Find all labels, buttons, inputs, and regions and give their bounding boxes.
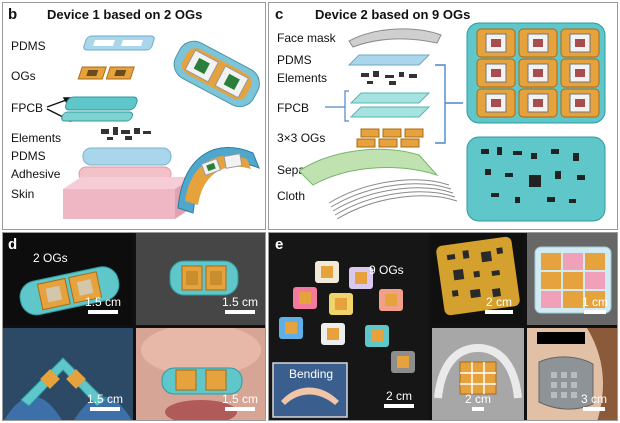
scale-label-d2: 1.5 cm: [221, 295, 258, 309]
photo-e-device-in-mask: 2 cm: [432, 328, 524, 420]
photo-e-worn-mask: 3 cm: [527, 328, 617, 420]
assembly-bracket-icon: [435, 64, 463, 144]
scale-label-e4: 2 cm: [464, 392, 491, 406]
layer-label-face-mask: Face mask: [277, 31, 336, 45]
skin-block: [63, 177, 193, 219]
layer-label-elements: Elements: [277, 71, 328, 85]
layer-label-pdms-bottom: PDMS: [11, 149, 46, 163]
face-mask-layer: [348, 28, 442, 48]
layer-label-elements: Elements: [11, 131, 62, 145]
assembled-device-bottom: [466, 136, 606, 222]
scale-bar-e1: 2 cm: [377, 389, 421, 408]
fpcb-layer-1: [349, 92, 431, 104]
panel-c: c Device 2 based on 9 OGs Face mask PDMS…: [268, 2, 618, 230]
photo-d-device-bent: 1.5 cm: [3, 328, 133, 420]
photo-d-device-on-finger: 2 OGs 1.5 cm: [3, 233, 133, 325]
label-2-ogs: 2 OGs: [33, 251, 68, 265]
assembled-device-flat: [173, 40, 260, 108]
scale-bar-e4: 2 cm: [456, 392, 500, 411]
ogs-3x3-layer: [356, 128, 424, 148]
layer-label-skin: Skin: [11, 187, 35, 201]
photo-e-pcb: 2 cm: [432, 233, 524, 325]
assembled-device-top: [466, 22, 606, 124]
label-9-ogs: 9 OGs: [369, 263, 404, 277]
scale-label-e1: 2 cm: [385, 389, 412, 403]
panel-e: e 9 OGs Bending 2 cm: [268, 232, 618, 421]
elements-layer: [101, 127, 151, 140]
layer-label-adhesive: Adhesive: [11, 167, 61, 181]
photo-e-nine-ogs: 9 OGs Bending 2 cm: [269, 233, 429, 420]
scale-bar-d1: 1.5 cm: [81, 295, 125, 314]
scale-label-e3: 1 cm: [581, 295, 608, 309]
photo-d-device-under-nose: 1.5 cm: [136, 328, 265, 420]
layer-label-ogs: OGs: [11, 69, 36, 83]
photo-e-assembled-3x3: 1 cm: [527, 233, 617, 325]
pdms-bottom-layer: [82, 147, 172, 166]
panel-b: b Device 1 based on 2 OGs PDMS OGs FPCB …: [2, 2, 266, 230]
layer-label-fpcb: FPCB: [277, 101, 310, 115]
layer-label-cloth: Cloth: [277, 189, 306, 203]
scale-label-e2: 2 cm: [485, 295, 512, 309]
cloth-layer: [328, 179, 458, 220]
elements-layer: [361, 71, 417, 85]
panel-d: d 2 OGs 1.5 cm 1.5 cm: [2, 232, 266, 421]
panel-b-title: Device 1 based on 2 OGs: [47, 7, 203, 22]
scale-label-d1: 1.5 cm: [84, 295, 121, 309]
panel-b-illustration: [46, 35, 260, 219]
layer-label-pdms: PDMS: [277, 53, 312, 67]
pdms-top-frame: [83, 35, 155, 51]
fpcb-layer-2: [349, 106, 431, 118]
fpcb-bracket-icon: [325, 90, 349, 122]
fpcb-layer: [61, 96, 138, 122]
scale-label-e5: 3 cm: [580, 392, 607, 406]
panel-b-letter: b: [8, 6, 18, 23]
scale-label-d3: 1.5 cm: [86, 392, 123, 406]
label-bending: Bending: [289, 367, 334, 381]
ogs-pair: [77, 66, 135, 80]
scale-bar-e3: 1 cm: [575, 295, 615, 314]
panel-e-letter: e: [275, 236, 284, 253]
scale-bar-d4: 1.5 cm: [218, 392, 262, 411]
scale-bar-d3: 1.5 cm: [83, 392, 127, 411]
layer-label-pdms-top: PDMS: [11, 39, 46, 53]
panel-c-letter: c: [275, 6, 284, 23]
photo-d-device-on-skin: 1.5 cm: [136, 233, 265, 325]
panel-d-letter: d: [8, 236, 18, 253]
scale-bar-e2: 2 cm: [478, 295, 520, 314]
panel-c-title: Device 2 based on 9 OGs: [315, 7, 471, 22]
pdms-layer: [347, 54, 431, 66]
layer-label-3x3-ogs: 3×3 OGs: [277, 131, 326, 145]
scale-bar-e5: 3 cm: [573, 392, 615, 411]
layer-label-fpcb: FPCB: [11, 101, 44, 115]
assembled-device-bent: [177, 147, 260, 214]
panel-c-illustration: [298, 22, 606, 222]
scale-label-d4: 1.5 cm: [221, 392, 258, 406]
separator-layer: [298, 148, 439, 186]
scale-bar-d2: 1.5 cm: [218, 295, 262, 314]
